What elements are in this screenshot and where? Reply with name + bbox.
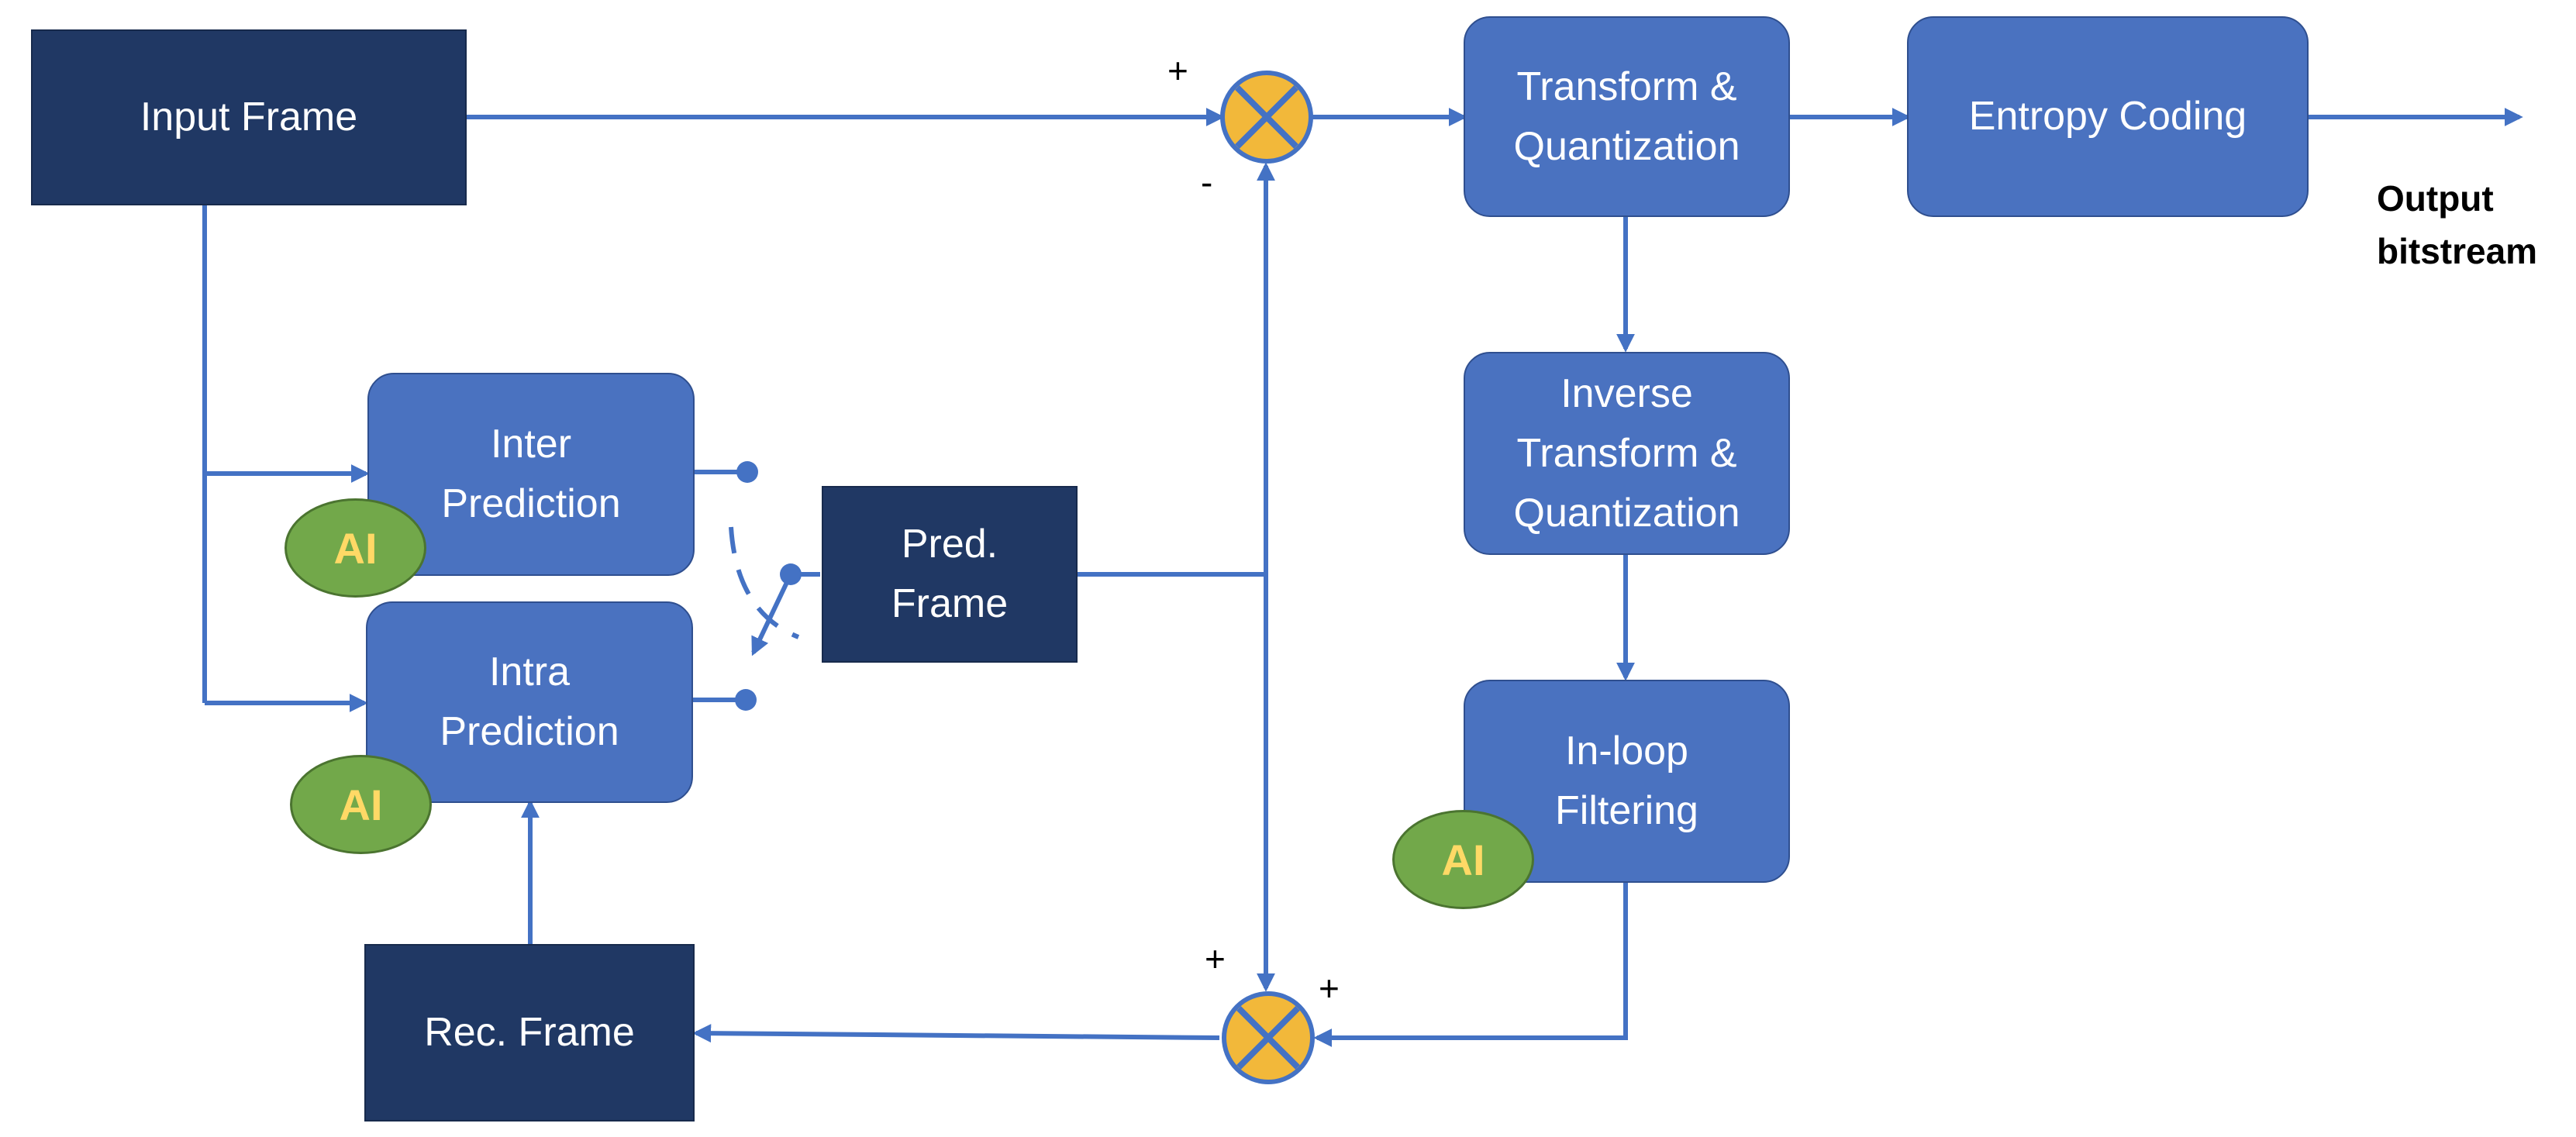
intra-prediction-block: Intra Prediction xyxy=(366,601,693,803)
switch-blade xyxy=(751,573,793,656)
multiply-cross-icon xyxy=(1235,85,1298,149)
inloop-filtering-block: In-loop Filtering xyxy=(1464,680,1790,883)
multiply-cross-icon xyxy=(1236,1006,1300,1070)
transform-quantization-block: Transform & Quantization xyxy=(1464,16,1790,217)
inter-ai-badge: AI xyxy=(284,498,426,598)
bottom-adder xyxy=(1222,991,1315,1084)
arrow-inloop-to-adder xyxy=(1313,883,1628,1047)
rec-frame-block: Rec. Frame xyxy=(364,944,695,1121)
bottom-adder-plus-right-sign: + xyxy=(1319,968,1340,1008)
switch-pivot-contact xyxy=(780,563,802,585)
inverse-transform-block: Inverse Transform & Quantization xyxy=(1464,352,1790,555)
inter-switch-contact xyxy=(736,461,758,483)
pred-frame-block: Pred. Frame xyxy=(822,486,1078,663)
intra-switch-contact xyxy=(735,689,757,711)
output-bitstream-label: Output bitstream xyxy=(2377,178,2538,271)
top-adder-plus-sign: + xyxy=(1167,50,1188,91)
bottom-adder-plus-left-sign: + xyxy=(1205,939,1226,979)
inloop-ai-badge: AI xyxy=(1392,810,1534,909)
arrow-adder-to-rec xyxy=(692,1024,1220,1043)
inter-prediction-block: Inter Prediction xyxy=(367,373,695,576)
top-adder-minus-sign: - xyxy=(1201,162,1213,202)
entropy-coding-block: Entropy Coding xyxy=(1907,16,2309,217)
input-frame-block: Input Frame xyxy=(31,29,467,205)
switch-swing-arc xyxy=(729,526,800,639)
intra-ai-badge: AI xyxy=(290,755,432,854)
top-adder xyxy=(1220,71,1313,164)
